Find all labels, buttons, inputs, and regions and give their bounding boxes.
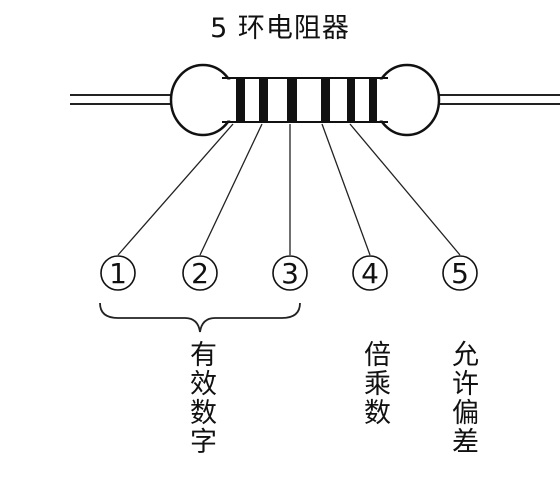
svg-text:3: 3 [281, 257, 299, 290]
page-title: 5 环电阻器 [210, 13, 350, 44]
leader-line-2 [199, 123, 263, 256]
label-multiplier: 倍乘数 [359, 340, 390, 427]
label-tolerance: 允许偏差 [447, 340, 478, 456]
band-1 [236, 78, 245, 122]
leader-line-1 [117, 123, 234, 256]
band-callout-5: 5 [442, 255, 478, 291]
band-callout-2: 2 [182, 255, 218, 291]
leader-line-5 [349, 123, 461, 256]
svg-text:2: 2 [191, 257, 209, 290]
label-significant-digits: 有效数字 [185, 340, 216, 456]
band-6 [369, 78, 377, 122]
band-3 [287, 78, 297, 122]
resistor-body [169, 63, 441, 137]
svg-text:4: 4 [361, 257, 379, 290]
lead-wire-right [420, 94, 560, 105]
band-2 [259, 78, 268, 122]
grouping-brace [99, 302, 301, 333]
band-4 [321, 78, 330, 122]
svg-text:5: 5 [451, 257, 469, 290]
band-callout-3: 3 [272, 255, 308, 291]
leader-line-4 [321, 123, 371, 256]
svg-text:1: 1 [109, 257, 127, 290]
band-callout-4: 4 [352, 255, 388, 291]
band-callout-1: 1 [100, 255, 136, 291]
band-5 [347, 78, 355, 122]
